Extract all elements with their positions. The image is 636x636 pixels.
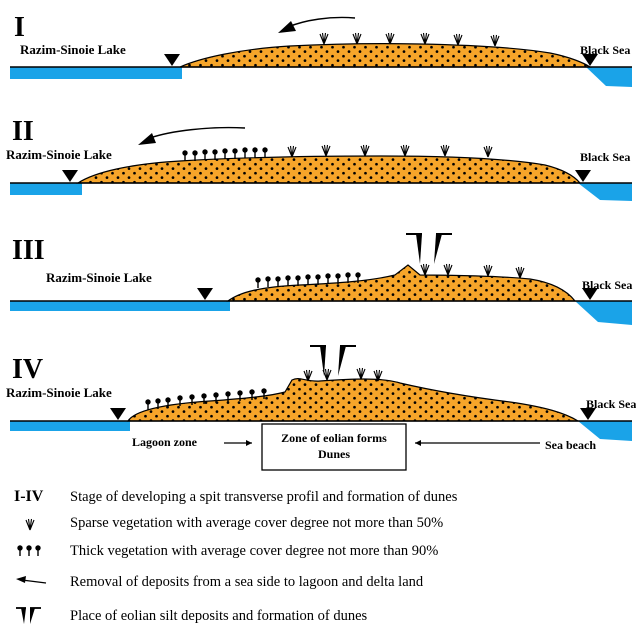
sand-body <box>78 156 580 183</box>
eolian-deposit-icon <box>406 234 452 264</box>
sparse-vegetation-icon <box>26 519 34 530</box>
stage-numeral: III <box>12 235 45 266</box>
lake-label: Razim-Sinoie Lake <box>6 385 112 400</box>
legend-text: Stage of developing a spit transverse pr… <box>70 489 458 505</box>
sea-water <box>586 67 632 87</box>
stage-numeral: IV <box>12 354 43 385</box>
sand-body <box>128 379 578 421</box>
arrow-left-icon <box>16 576 46 583</box>
arrow-left-icon <box>150 128 245 138</box>
sea-beach-label: Sea beach <box>545 438 596 452</box>
lake-label: Razim-Sinoie Lake <box>46 270 152 285</box>
stage-numeral: II <box>12 116 34 147</box>
stage-4-profile: IV Razim-Sinoie Lake Black Sea Lagoon zo… <box>6 346 636 470</box>
dunes-label: Dunes <box>318 447 350 461</box>
lake-water <box>10 67 182 79</box>
lake-water <box>10 183 82 195</box>
thick-vegetation-icon <box>17 545 40 556</box>
sea-label: Black Sea <box>580 150 630 164</box>
legend: I-IV Stage of developing a spit transver… <box>14 488 458 624</box>
legend-text: Sparse vegetation with average cover deg… <box>70 515 443 531</box>
sea-water <box>575 301 632 325</box>
lake-label: Razim-Sinoie Lake <box>6 147 112 162</box>
stage-1-profile: I Razim-Sinoie Lake Black Sea <box>10 12 632 87</box>
stage-numeral: I <box>14 12 25 43</box>
stage-3-profile: III Razim-Sinoie Lake Black Sea <box>10 234 632 325</box>
legend-key-stages: I-IV <box>14 488 44 505</box>
legend-text: Thick vegetation with average cover degr… <box>70 543 438 559</box>
eolian-deposit-icon <box>310 346 356 376</box>
legend-text: Place of eolian silt deposits and format… <box>70 608 368 624</box>
sea-water <box>578 183 632 201</box>
sand-body <box>180 44 590 67</box>
lake-label: Razim-Sinoie Lake <box>20 42 126 57</box>
lagoon-zone-label: Lagoon zone <box>132 435 198 449</box>
eolian-zone-label: Zone of eolian forms <box>281 431 387 445</box>
arrow-left-icon <box>288 17 355 27</box>
stage-2-profile: II Razim-Sinoie Lake Black Sea <box>6 116 632 201</box>
legend-text: Removal of deposits from a sea side to l… <box>70 574 424 590</box>
eolian-deposit-icon <box>16 608 41 624</box>
